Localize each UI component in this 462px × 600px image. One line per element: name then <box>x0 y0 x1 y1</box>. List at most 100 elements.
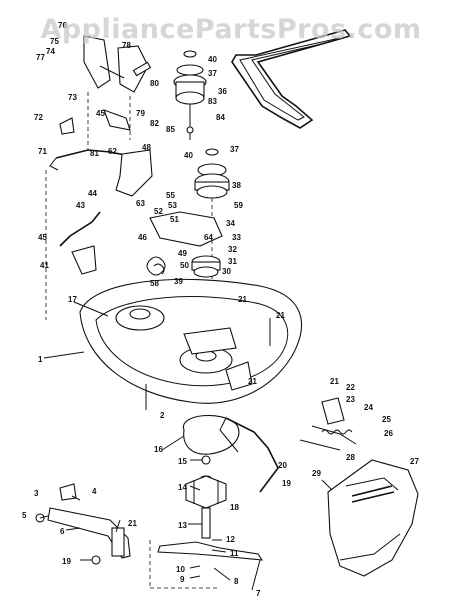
idler-bracket-assembly <box>59 35 152 150</box>
callout: 81 <box>90 149 99 158</box>
blade-spindle <box>185 455 227 539</box>
callout: 8 <box>234 577 239 586</box>
callout: 34 <box>226 219 235 228</box>
callout: 55 <box>166 191 175 200</box>
deck-hanger-bracket <box>35 483 131 565</box>
callout: 24 <box>364 403 373 412</box>
idler-arm <box>149 211 223 247</box>
callout: 41 <box>40 261 49 270</box>
leader-lines <box>39 301 341 591</box>
discharge-chute <box>327 459 419 577</box>
callout: 14 <box>178 483 187 492</box>
callout: 16 <box>154 445 163 454</box>
callout: 20 <box>278 461 287 470</box>
callout: 79 <box>136 109 145 118</box>
upper-pulley-stack <box>173 50 207 140</box>
callout: 38 <box>232 181 241 190</box>
callout: 23 <box>346 395 355 404</box>
callout: 21 <box>276 311 285 320</box>
callout: 37 <box>208 69 217 78</box>
callout: 46 <box>138 233 147 242</box>
callout: 10 <box>176 565 185 574</box>
callout: 37 <box>230 145 239 154</box>
callout: 25 <box>382 415 391 424</box>
callout-labels: 76 75 74 77 78 80 73 79 82 72 45 81 71 6… <box>22 21 419 598</box>
tension-spring <box>146 256 166 276</box>
callout: 80 <box>150 79 159 88</box>
callout: 45 <box>38 233 47 242</box>
lower-pulley-stack <box>194 148 230 300</box>
callout: 49 <box>178 249 187 258</box>
callout: 7 <box>256 589 261 598</box>
callout: 43 <box>76 201 85 210</box>
callout: 9 <box>180 575 185 584</box>
callout: 15 <box>178 457 187 466</box>
callout: 30 <box>222 267 231 276</box>
callout: 5 <box>22 511 27 520</box>
callout: 77 <box>36 53 45 62</box>
callout: 52 <box>154 207 163 216</box>
callout: 75 <box>50 37 59 46</box>
callout: 21 <box>248 377 257 386</box>
callout: 62 <box>108 147 117 156</box>
spindle-cover <box>183 414 240 455</box>
callout: 76 <box>58 21 67 30</box>
callout: 28 <box>346 453 355 462</box>
drive-belt <box>231 29 352 129</box>
callout: 45 <box>96 109 105 118</box>
callout: 21 <box>330 377 339 386</box>
callout: 19 <box>62 557 71 566</box>
callout: 44 <box>88 189 97 198</box>
callout: 53 <box>168 201 177 210</box>
callout: 36 <box>218 87 227 96</box>
linkage-rod <box>59 211 101 247</box>
callout: 82 <box>150 119 159 128</box>
callout: 26 <box>384 429 393 438</box>
belt-guide-bracket <box>115 149 153 197</box>
callout: 40 <box>184 151 193 160</box>
callout: 40 <box>208 55 217 64</box>
deflector-rod-end <box>219 417 239 453</box>
callout: 11 <box>230 549 239 558</box>
callout: 73 <box>68 93 77 102</box>
callout: 63 <box>136 199 145 208</box>
callout: 85 <box>166 125 175 134</box>
callout: 32 <box>228 245 237 254</box>
callout: 22 <box>346 383 355 392</box>
callout: 21 <box>128 519 137 528</box>
callout: 50 <box>180 261 189 270</box>
callout: 48 <box>142 143 151 152</box>
callout: 13 <box>178 521 187 530</box>
callout: 12 <box>226 535 235 544</box>
callout: 83 <box>208 97 217 106</box>
callout: 4 <box>92 487 97 496</box>
mower-deck-housing <box>79 278 302 410</box>
callout: 6 <box>60 527 65 536</box>
lift-rod-end <box>49 157 59 171</box>
callout: 71 <box>38 147 47 156</box>
callout: 33 <box>232 233 241 242</box>
callout: 39 <box>174 277 183 286</box>
deflector-rod <box>225 417 279 493</box>
callout: 3 <box>34 489 39 498</box>
callout: 17 <box>68 295 77 304</box>
callout: 78 <box>122 41 131 50</box>
chute-bracket <box>311 397 357 445</box>
callout: 21 <box>238 295 247 304</box>
callout: 2 <box>160 411 165 420</box>
callout: 58 <box>150 279 159 288</box>
callout: 72 <box>34 113 43 122</box>
callout: 84 <box>216 113 225 122</box>
linkage-bracket <box>71 245 97 275</box>
callout: 18 <box>230 503 239 512</box>
callout: 74 <box>46 47 55 56</box>
drive-belt-inner <box>239 37 341 121</box>
callout: 51 <box>170 215 179 224</box>
callout: 29 <box>312 469 321 478</box>
callout: 31 <box>228 257 237 266</box>
callout: 1 <box>38 355 43 364</box>
callout: 64 <box>204 233 213 242</box>
callout: 27 <box>410 457 419 466</box>
